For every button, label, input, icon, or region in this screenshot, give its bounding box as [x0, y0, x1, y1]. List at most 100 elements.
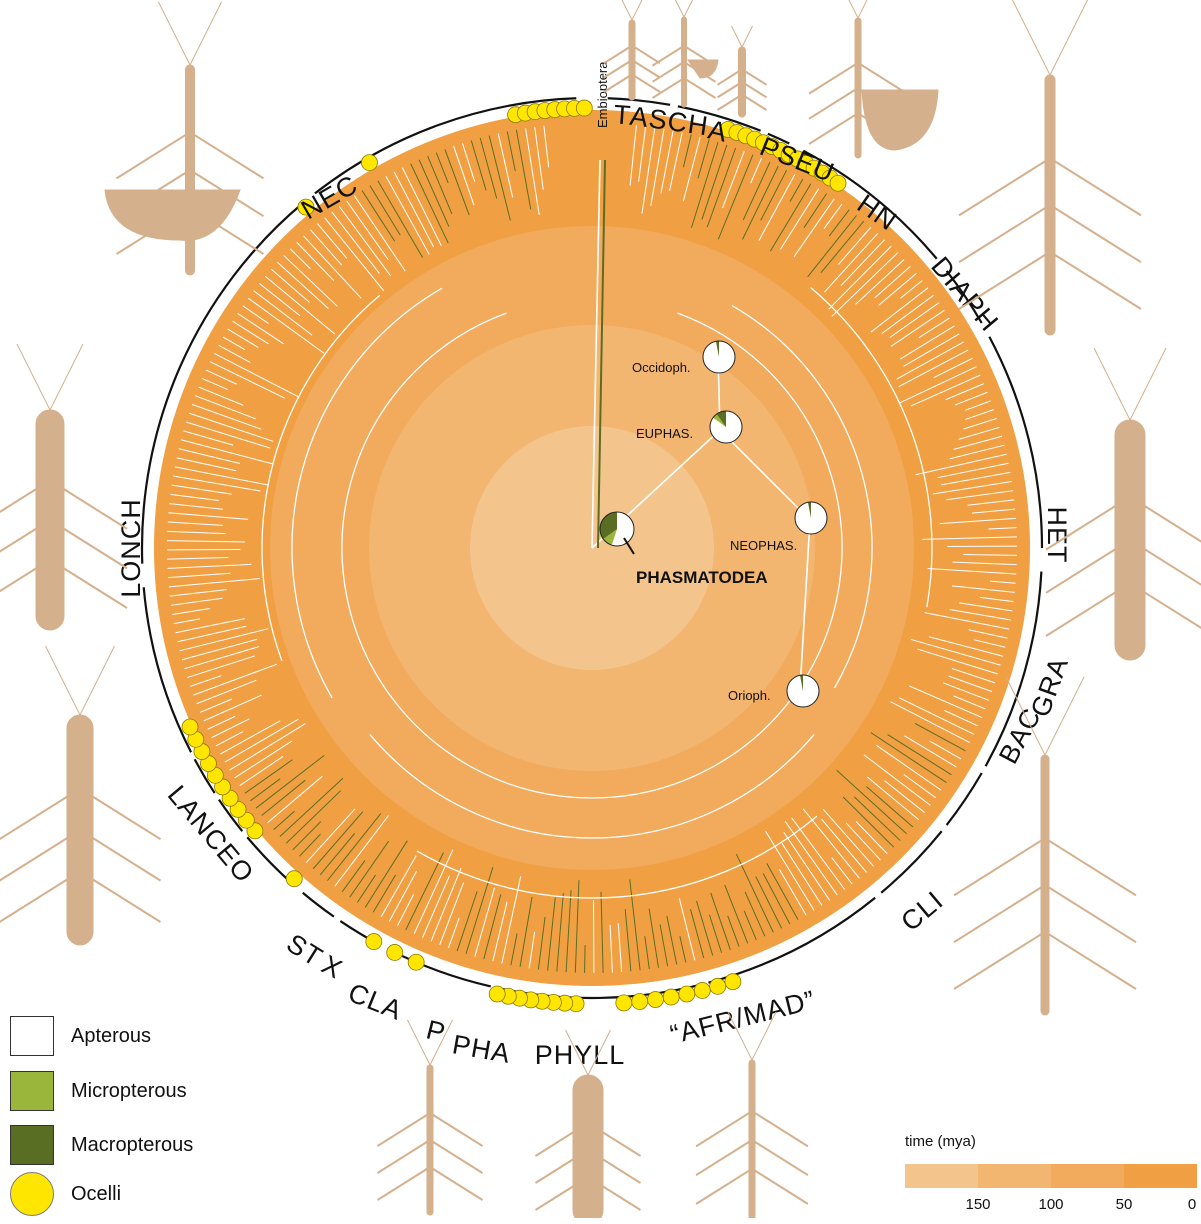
insect-leg	[632, 74, 660, 92]
root-label-phasmatodea: PHASMATODEA	[636, 568, 768, 587]
legend-macropterous: Macropterous	[10, 1125, 193, 1165]
node-label-orioph: Orioph.	[728, 688, 771, 703]
insect-leg	[696, 1111, 752, 1146]
ocelli-marker	[286, 871, 302, 887]
legend-label-ocelli: Ocelli	[71, 1183, 121, 1206]
insect-leg	[954, 885, 1045, 942]
insect-antenna	[1050, 0, 1089, 75]
ocelli-marker	[694, 982, 710, 998]
insect-leg	[1050, 205, 1141, 262]
insect-leg	[809, 113, 858, 144]
insect-leg	[378, 1140, 431, 1173]
legend-label-apterous: Apterous	[71, 1025, 151, 1048]
insect-antenna	[1094, 348, 1130, 420]
insect-leg	[1045, 838, 1136, 895]
insect-antenna	[46, 646, 81, 715]
insect-antenna	[620, 0, 632, 20]
insect-wing	[688, 60, 718, 78]
ocelli-marker	[576, 100, 592, 116]
ocelli-marker	[362, 155, 378, 171]
timescale-tick-0: 0	[1188, 1196, 1196, 1213]
insect-leg	[653, 46, 685, 66]
clade-label-cla: CLA	[344, 977, 407, 1026]
insect-silhouette	[959, 0, 1141, 335]
insect-leg	[752, 1111, 808, 1146]
insect-leg	[117, 132, 191, 178]
legend-label-micropterous: Micropterous	[71, 1080, 187, 1103]
ocelli-marker	[366, 934, 382, 950]
insect-leg	[1045, 885, 1136, 942]
insect-leg	[604, 46, 632, 64]
insect-leg	[378, 1167, 431, 1200]
clade-label-cli: CLI	[895, 885, 949, 937]
timescale-band-3	[1051, 1164, 1124, 1188]
ocelli-marker	[725, 974, 741, 990]
insect-antenna	[837, 0, 858, 18]
ocelli-marker	[663, 989, 679, 1005]
insect-wing	[105, 190, 240, 240]
insect-leg	[752, 1140, 808, 1175]
insect-silhouette	[718, 26, 767, 117]
insect-silhouette	[604, 0, 660, 100]
insect-leg	[430, 1113, 483, 1146]
insect-antenna	[50, 344, 83, 410]
insect-body	[573, 1075, 603, 1218]
insect-antenna	[632, 0, 644, 20]
insect-leg	[378, 1113, 431, 1146]
insect-antenna	[1011, 0, 1050, 75]
insect-leg	[653, 78, 685, 98]
timescale-tick-150: 150	[965, 1196, 990, 1213]
legend-micropterous: Micropterous	[10, 1071, 187, 1111]
clade-label-pha: PHA	[450, 1029, 513, 1069]
node-label-euphas: EUPHAS.	[636, 426, 693, 441]
insect-leg	[190, 132, 264, 178]
insect-silhouette	[0, 646, 161, 945]
insect-antenna	[684, 0, 698, 17]
legend-swatch-apterous	[10, 1016, 54, 1056]
ocelli-marker	[387, 944, 403, 960]
insect-antenna	[742, 26, 753, 47]
outgroup-label-embioptera: Embioptera	[595, 61, 610, 128]
timescale-tick-100: 100	[1038, 1196, 1063, 1213]
insect-leg	[959, 158, 1050, 215]
clade-label-lonch: LONCH	[116, 498, 146, 598]
legend-swatch-ocelli	[10, 1172, 54, 1216]
node-label-neophas: NEOPHAS.	[730, 538, 797, 553]
ocelli-marker	[489, 986, 505, 1002]
insect-antenna	[671, 0, 685, 17]
ocelli-marker	[647, 992, 663, 1008]
insect-leg	[1050, 252, 1141, 309]
insect-antenna	[1130, 348, 1166, 420]
timescale-bar	[905, 1164, 1197, 1224]
insect-leg	[954, 838, 1045, 895]
node-label-occidoph: Occidoph.	[632, 360, 691, 375]
ocelli-marker	[830, 175, 846, 191]
insect-antenna	[190, 2, 222, 65]
insect-leg	[1050, 158, 1141, 215]
insect-leg	[632, 46, 660, 64]
insect-wing	[862, 90, 938, 150]
legend-swatch-micropterous	[10, 1071, 54, 1111]
insect-leg	[684, 78, 716, 98]
insect-body	[749, 1060, 755, 1218]
insect-leg	[809, 63, 858, 94]
clade-label-p: P	[423, 1014, 449, 1048]
insect-leg	[959, 205, 1050, 262]
insect-silhouette	[1046, 348, 1201, 660]
insect-leg	[653, 62, 685, 82]
ocelli-marker	[408, 954, 424, 970]
insect-antenna	[80, 646, 115, 715]
insect-leg	[954, 932, 1045, 989]
timescale-band-1	[905, 1164, 978, 1188]
insect-leg	[1045, 932, 1136, 989]
insect-leg	[430, 1140, 483, 1173]
insect-leg	[858, 63, 907, 94]
insect-silhouette	[0, 344, 127, 630]
legend-ocelli: Ocelli	[10, 1172, 121, 1216]
insect-leg	[752, 1169, 808, 1204]
insect-leg	[430, 1167, 483, 1200]
insect-leg	[696, 1140, 752, 1175]
legend-swatch-macropterous	[10, 1125, 54, 1165]
insect-leg	[696, 1169, 752, 1204]
